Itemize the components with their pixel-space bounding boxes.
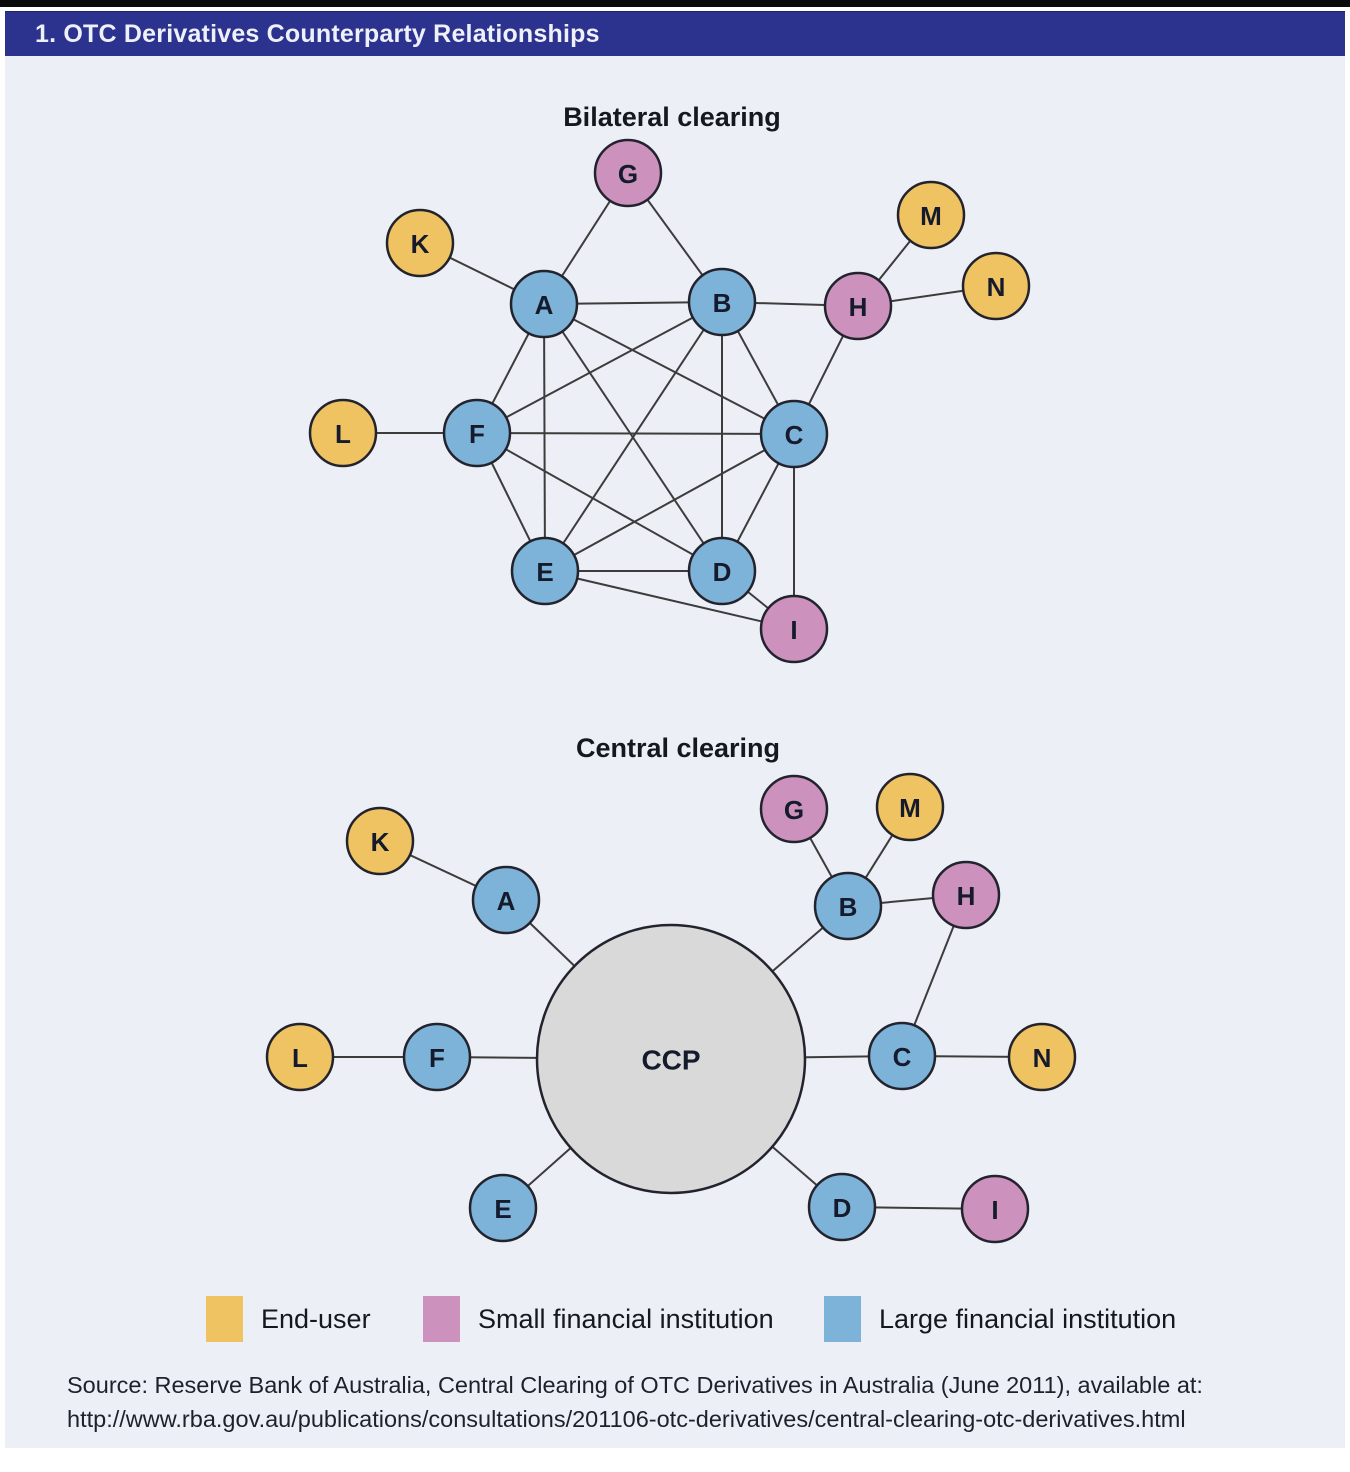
small-fi-label: Small financial institution [478, 1303, 774, 1334]
node-label-central-C: C [893, 1042, 912, 1072]
edge-bilateral-B-E [544, 301, 723, 572]
node-label-central-L: L [292, 1043, 308, 1073]
node-label-central-A: A [497, 886, 516, 916]
node-bilateral-C: C [759, 399, 829, 469]
node-label-bilateral-C: C [785, 420, 804, 450]
node-central-D: D [807, 1172, 877, 1242]
node-central-G: G [759, 774, 829, 844]
node-bilateral-K: K [385, 208, 455, 278]
node-bilateral-H: H [823, 271, 893, 341]
legend-item-small-fi: Small financial institution [423, 1296, 774, 1342]
node-label-central-M: M [899, 793, 921, 823]
node-label-central-E: E [494, 1194, 511, 1224]
node-bilateral-F: F [442, 398, 512, 468]
source-note: Source: Reserve Bank of Australia, Centr… [67, 1368, 1297, 1436]
node-label-bilateral-A: A [535, 290, 554, 320]
central-nodes: CCP K A G M B H L F C N E D I [265, 772, 1077, 1244]
node-central-N: N [1007, 1022, 1077, 1092]
node-label-bilateral-M: M [920, 201, 942, 231]
node-bilateral-L: L [308, 398, 378, 468]
node-label-bilateral-B: B [713, 288, 732, 318]
large-fi-swatch [824, 1296, 861, 1342]
edge-bilateral-A-E [543, 303, 546, 572]
node-label-bilateral-K: K [411, 229, 430, 259]
edge-bilateral-C-F [476, 432, 795, 435]
node-label-bilateral-I: I [790, 615, 797, 645]
node-bilateral-E: E [510, 536, 580, 606]
node-label-bilateral-N: N [987, 272, 1006, 302]
node-bilateral-I: I [759, 594, 829, 664]
top-border [0, 0, 1350, 7]
node-central-H: H [931, 860, 1001, 930]
edge-bilateral-C-E [544, 433, 795, 572]
node-label-central-F: F [429, 1043, 445, 1073]
node-label-bilateral-E: E [536, 557, 553, 587]
node-label-central-N: N [1033, 1043, 1052, 1073]
end-user-swatch [206, 1296, 243, 1342]
central-clearing-title: Central clearing [576, 733, 780, 763]
node-label-central-B: B [839, 892, 858, 922]
edge-bilateral-B-F [476, 301, 723, 434]
source-line-2: http://www.rba.gov.au/publications/consu… [67, 1406, 1186, 1432]
legend-item-large-fi: Large financial institution [824, 1296, 1176, 1342]
source-line-1: Source: Reserve Bank of Australia, Centr… [67, 1372, 1203, 1398]
small-fi-swatch [423, 1296, 460, 1342]
node-label-central-CCP: CCP [641, 1045, 700, 1076]
node-central-CCP: CCP [535, 923, 807, 1195]
node-bilateral-N: N [961, 251, 1031, 321]
node-bilateral-B: B [687, 267, 757, 337]
legend: End-user Small financial institution Lar… [0, 1296, 1350, 1342]
node-central-A: A [471, 865, 541, 935]
node-label-central-H: H [957, 881, 976, 911]
bilateral-nodes: G K M N A B H L F C E D I [308, 138, 1031, 664]
node-central-B: B [813, 871, 883, 941]
node-label-bilateral-D: D [713, 557, 732, 587]
large-fi-label: Large financial institution [879, 1303, 1177, 1334]
header-bar: 1. OTC Derivatives Counterparty Relation… [5, 11, 1345, 56]
edge-bilateral-E-I [544, 570, 795, 630]
node-label-bilateral-F: F [469, 419, 485, 449]
edge-bilateral-A-C [543, 303, 795, 435]
node-bilateral-D: D [687, 536, 757, 606]
node-label-central-D: D [833, 1193, 852, 1223]
node-label-central-G: G [784, 795, 804, 825]
figure-background [5, 56, 1345, 1448]
node-label-central-K: K [371, 827, 390, 857]
node-label-bilateral-G: G [618, 159, 638, 189]
node-central-E: E [468, 1173, 538, 1243]
page-title: 1. OTC Derivatives Counterparty Relation… [35, 19, 600, 48]
node-label-central-I: I [991, 1195, 998, 1225]
node-bilateral-A: A [509, 269, 579, 339]
node-bilateral-M: M [896, 180, 966, 250]
node-central-F: F [402, 1022, 472, 1092]
node-central-I: I [960, 1174, 1030, 1244]
node-label-bilateral-L: L [335, 419, 351, 449]
end-user-label: End-user [261, 1303, 371, 1334]
bilateral-clearing-title: Bilateral clearing [563, 102, 781, 132]
node-bilateral-G: G [593, 138, 663, 208]
edge-bilateral-D-F [476, 432, 723, 572]
legend-item-end-user: End-user [206, 1296, 371, 1342]
node-label-bilateral-H: H [849, 292, 868, 322]
node-central-L: L [265, 1022, 335, 1092]
node-central-M: M [875, 772, 945, 842]
node-central-K: K [345, 806, 415, 876]
node-central-C: C [867, 1021, 937, 1091]
